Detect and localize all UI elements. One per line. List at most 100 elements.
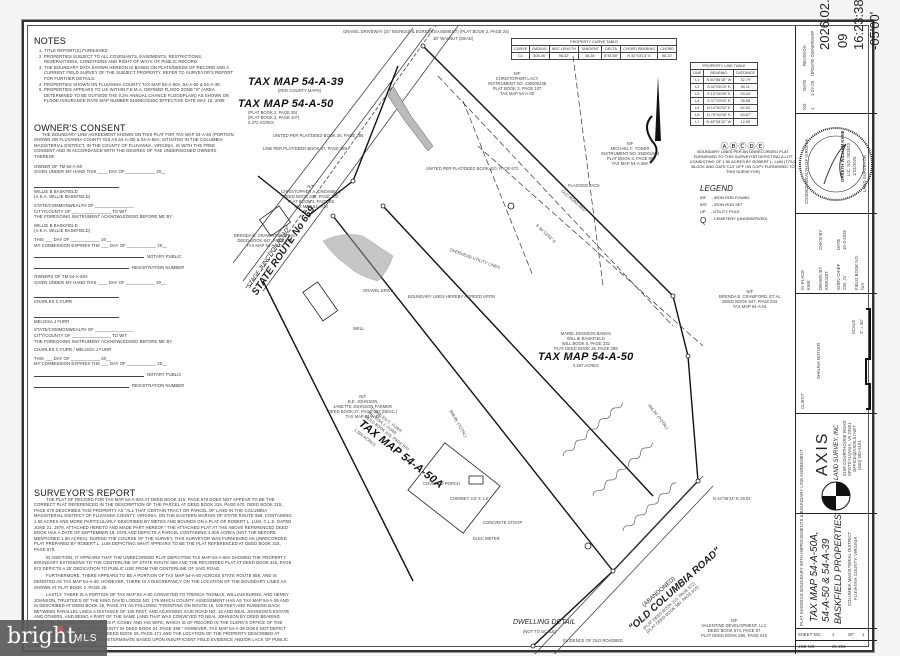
this-day-line: THIS ___ DAY OF ____________ 20__ — [34, 236, 111, 242]
note-item: TITLE REPORT(S) FURNISHED. — [44, 48, 234, 54]
bright-mls-watermark: bright MLS — [0, 620, 107, 656]
sheet-border: NOTES TITLE REPORT(S) FURNISHED. PROPERT… — [27, 25, 877, 654]
report-paragraph: FURTHERMORE, THERE APPEARS TO BE A PORTI… — [34, 573, 287, 590]
covered-porch-callout: COVERED PORCH — [423, 481, 460, 486]
table-row: C1 606.46' 96.32' 48.26' 8°51'58" N 40°0… — [510, 52, 678, 60]
legend-item: Q- CEMETERY (UNOBSERVED) — [700, 216, 768, 225]
dwelling-detail-title: DWELLING DETAIL — [513, 619, 576, 626]
legend-title: LEGEND — [700, 184, 733, 193]
adjoiner-creswell: N/F CHRISTOPHER A. CRESWELL DEED BOOK 67… — [281, 184, 341, 209]
state-line: STATE/COMMONWEALTH OF ________________ — [34, 327, 134, 333]
united-plat-callout: UNITED PER PLAT/DEED BOOK 26, PAGE 385 — [273, 133, 364, 138]
north-arrow-icon — [646, 76, 661, 164]
notary-signature-line[interactable] — [34, 251, 144, 259]
surveyors-report-heading: SURVEYOR'S REPORT — [34, 488, 136, 498]
report-paragraph: THE PLAT OF RECORD FOR TAX MAP 54-A-50A … — [34, 496, 292, 552]
note-item: PROPERTIES APPEARS TO LIE WITHIN F.E.M.A… — [44, 87, 234, 104]
given-line: GIVEN UNDER MY HAND THIS ____ DAY OF ___… — [34, 279, 166, 285]
adjoiner-valentine: N/F VALENTINE DEVELOPMENT, LLC DEED BOOK… — [701, 618, 768, 638]
signature-line[interactable] — [34, 311, 119, 318]
boundary-agreed-callout: BOUNDARY LINES HEREBY AGREED UPON — [408, 294, 496, 299]
walnut-tree-callout: 36" WALNUT (DEAD) — [433, 36, 474, 41]
signature-line[interactable] — [34, 291, 119, 299]
notary-signature-line[interactable] — [34, 370, 144, 378]
owner-line: OWNER OF TM 54-A-50 — [34, 163, 83, 169]
signer-name: WILLIE B BASKFIELD — [34, 222, 78, 228]
tie-label: N 44°05'24" E 28.91' — [713, 496, 752, 501]
legend: LEGEND IRF- IRON ROD FOUND IRS- IRON ROD… — [700, 184, 767, 227]
tax-map-54-a-50-main-label: MARIE JOHNSON BANKS WILLIE BASKFIELD WIL… — [538, 331, 634, 368]
company-subname: LAND SURVEY, INC — [834, 424, 840, 480]
line-table-title: PROPERTY LINE TABLE — [689, 62, 759, 70]
cemetery-icon: Q — [700, 216, 707, 225]
watermark-dot-icon — [58, 626, 63, 631]
ack-line: THE FOREGOING INSTRUMENT ACKNOWLEDGED BE… — [34, 214, 173, 220]
adjoiner-lacy: N/F CHRISTOPHER LACY INSTRUMENT No. 2300… — [488, 71, 547, 96]
boundary-note-text: BOUNDARY LINES PER AN UNRECORDED PLAT FU… — [689, 149, 797, 174]
client-and-scale: CLIENT SHAUNA BUTLER SCALE 1" = 50' — [796, 294, 877, 414]
flagged-tack-callout: FLAGGED TACK — [568, 183, 600, 188]
notes-list: TITLE REPORT(S) FURNISHED. PROPERTIES SU… — [34, 48, 234, 104]
signature-line[interactable] — [34, 181, 119, 188]
this-day-line: THIS ___ DAY OF ____________ 20__ — [34, 355, 111, 361]
consent-block-tm-54-a-50a: OWNERS OF TM 54-A-50A GIVEN UNDER MY HAN… — [34, 274, 234, 389]
adjoiner-crawford-east: N/F BRENDA B. CRAWFORD, et al DEED BOOK … — [719, 289, 781, 309]
concrete-stoop-callout: CONCRETE STOOP — [483, 520, 523, 525]
job-number: JOB NO. 25-292 — [798, 644, 846, 649]
consent-block-tm-54-a-50: OWNER OF TM 54-A-50 GIVEN UNDER MY HAND … — [34, 164, 234, 271]
legend-item: IRF- IRON ROD FOUND — [700, 195, 750, 200]
chimney-callout: CHIMNEY 3.5' x 1.5' — [450, 496, 489, 501]
sheet-number: SHEET NO. 1 OF 1 — [796, 629, 877, 641]
notary-label: NOTARY PUBLIC — [147, 253, 182, 259]
registration-label: REGISTRATION NUMBER — [132, 383, 185, 389]
project-title-block: PLAT SHOWING BOUNDARY WITH IMPROVEMENTS … — [796, 449, 877, 629]
owners-consent-section: OWNER'S CONSENT THE BOUNDARY LINE AGREEM… — [34, 124, 234, 389]
registration-line[interactable] — [34, 381, 129, 389]
commission-line: MY COMMISSION EXPIRES THE ___ DAY OF ___… — [34, 361, 168, 367]
notes-section: NOTES TITLE REPORT(S) FURNISHED. PROPERT… — [34, 36, 234, 104]
consent-paragraph: THE BOUNDARY LINE AGREEMENT SHOWN ON THI… — [34, 131, 234, 159]
property-curve-table: PROPERTY CURVE TABLE CURVE RADIUS ARC LE… — [510, 38, 678, 60]
adjoiner-johnson: N/F B.E. JOHNSON JANETTE JOHNSON FARMER … — [328, 394, 398, 419]
ack-line: THE FOREGOING INSTRUMENT ACKNOWLEDGED BE… — [34, 338, 173, 344]
registration-line[interactable] — [34, 262, 129, 270]
registration-label: REGISTRATION NUMBER — [132, 264, 185, 270]
tax-map-54-a-50-north-label: TAX MAP 54-A-50 (PLAT BOOK 2, PAGE 25) (… — [238, 98, 334, 125]
adjoiner-crawford-west: BRENDA B. CRAWFORD, et al DEED BOOK 847,… — [234, 233, 296, 248]
note-item: PROPERTIES SHOWN ON FLUVANNA COUNTY TAX … — [44, 82, 234, 88]
gravel-drive-callout: GRAVEL DRIVE — [363, 288, 394, 293]
united-plat-110-callout: UNITED PER PLAT/DEED BOOK 110, PAGE 672 — [426, 166, 519, 171]
watermark-brand: bright — [7, 624, 76, 649]
timestamp-date: 2026.02. — [817, 0, 832, 50]
adjoiner-yoder: N/F MICHAEL F. YODER INSTRUMENT No. 2500… — [601, 141, 660, 166]
iron-rod-set-icon: IRS — [700, 202, 707, 207]
surveyor-seal: GARETH WILLIAM KANE LIC. No. 002623 1/22… — [796, 114, 877, 214]
utility-pole-icon: UP — [700, 209, 706, 214]
note-item: PROPERTIES SUBJECT TO ALL COVENANTS, EAS… — [44, 54, 234, 65]
notary-label: NOTARY PUBLIC — [147, 372, 182, 378]
notes-heading: NOTES — [34, 36, 67, 46]
timestamp-time: 16:23:38 — [851, 0, 866, 50]
report-paragraph: IN ADDITION, IT APPEARS THAT THE UNRECOR… — [34, 554, 292, 571]
line-per-plat-callout: LINE PER PLAT/DEED BOOK 37, PAGE 383 — [263, 146, 348, 151]
drawing-info: IN-PLACE KWK DRAWN BY KWK/ZZT CHK'D BY S… — [796, 214, 877, 294]
watermark-suffix: MLS — [74, 633, 98, 644]
ack-names: CHARLES C FURR / MELISSA J FURR — [34, 347, 112, 353]
timestamp-day: 09 — [835, 33, 850, 48]
project-title-line: 54-A-50 & 54-A-39 — [821, 538, 832, 622]
timestamp-tz: -05'00' — [867, 11, 882, 50]
state-line: STATE/COMMONWEALTH OF ________________ — [34, 202, 134, 208]
dwelling-detail-subtitle: (NOT TO SCALE) — [523, 629, 557, 634]
plan-linework — [233, 26, 714, 654]
signer-name: WILLIE B BASKFIELD — [34, 188, 78, 194]
note-item: THE BOUNDARY DATA SHOWN HEREON IS BASED … — [44, 65, 234, 82]
scale-bar-icon — [865, 308, 871, 410]
city-line: CITY/COUNTY OF ________________ TO WIT — [34, 333, 128, 339]
